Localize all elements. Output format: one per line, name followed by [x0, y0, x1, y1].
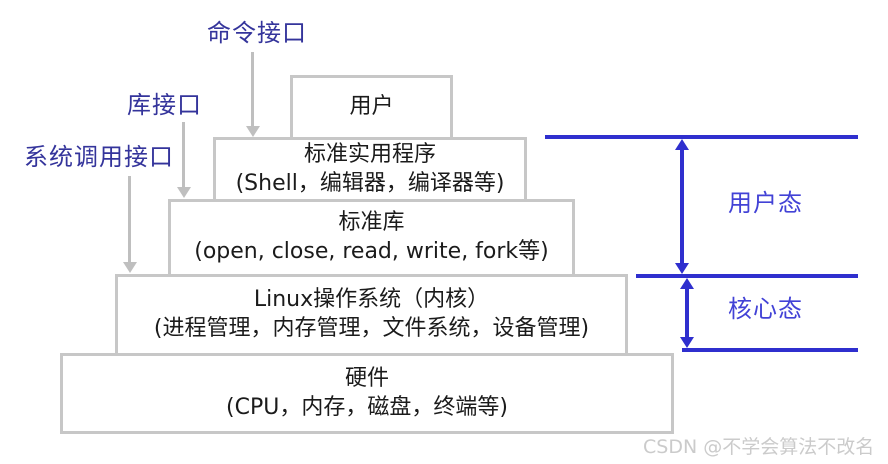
- user-kernel-divider-line: [636, 274, 858, 278]
- user-mode-arrow-up-icon: [675, 139, 689, 150]
- library-interface-arrow-down-icon: [177, 187, 191, 198]
- layer-title-user: 用户: [349, 94, 394, 120]
- user-mode-top-boundary-line: [545, 135, 858, 139]
- layer-title-utilities: 标准实用程序: [303, 141, 436, 167]
- command-interface-arrow-down-icon: [246, 126, 260, 137]
- layer-title-linux-kernel: Linux操作系统（内核）: [253, 287, 490, 313]
- kernel-mode-arrow-up-icon: [680, 278, 694, 289]
- user-mode-arrow-down-icon: [675, 263, 689, 274]
- kernel-mode-arrow-down-icon: [680, 337, 694, 348]
- watermark: CSDN @不学会算法不改名: [643, 436, 875, 458]
- kernel-mode-bottom-boundary-line: [682, 348, 858, 352]
- layer-box-stdlib: 标准库 (open, close, read, write, fork等): [168, 199, 575, 277]
- kernel-mode-label: 核心态: [728, 295, 803, 323]
- layer-subtitle-utilities: (Shell，编辑器，编译器等): [235, 170, 505, 196]
- syscall-interface-arrow-line: [128, 176, 131, 263]
- kernel-mode-range-arrow-line: [685, 287, 689, 339]
- library-interface-label: 库接口: [127, 91, 202, 119]
- syscall-interface-label: 系统调用接口: [24, 143, 174, 171]
- user-mode-range-arrow-line: [680, 148, 684, 265]
- layer-subtitle-hardware: (CPU，内存，磁盘，终端等): [226, 394, 508, 420]
- layer-box-user: 用户: [290, 75, 453, 140]
- library-interface-arrow-line: [182, 122, 185, 188]
- layer-box-utilities: 标准实用程序 (Shell，编辑器，编译器等): [213, 137, 527, 202]
- layer-subtitle-linux-kernel: (进程管理，内存管理，文件系统，设备管理): [153, 316, 590, 341]
- command-interface-label: 命令接口: [207, 19, 307, 47]
- syscall-interface-arrow-down-icon: [123, 262, 137, 273]
- layer-title-hardware: 硬件: [344, 365, 389, 391]
- layer-box-hardware: 硬件 (CPU，内存，磁盘，终端等): [60, 353, 674, 434]
- user-mode-label: 用户态: [728, 189, 803, 217]
- layer-box-linux-kernel: Linux操作系统（内核） (进程管理，内存管理，文件系统，设备管理): [115, 274, 628, 356]
- command-interface-arrow-line: [251, 52, 254, 127]
- layer-subtitle-stdlib: (open, close, read, write, fork等): [194, 239, 549, 264]
- layer-title-stdlib: 标准库: [338, 210, 405, 236]
